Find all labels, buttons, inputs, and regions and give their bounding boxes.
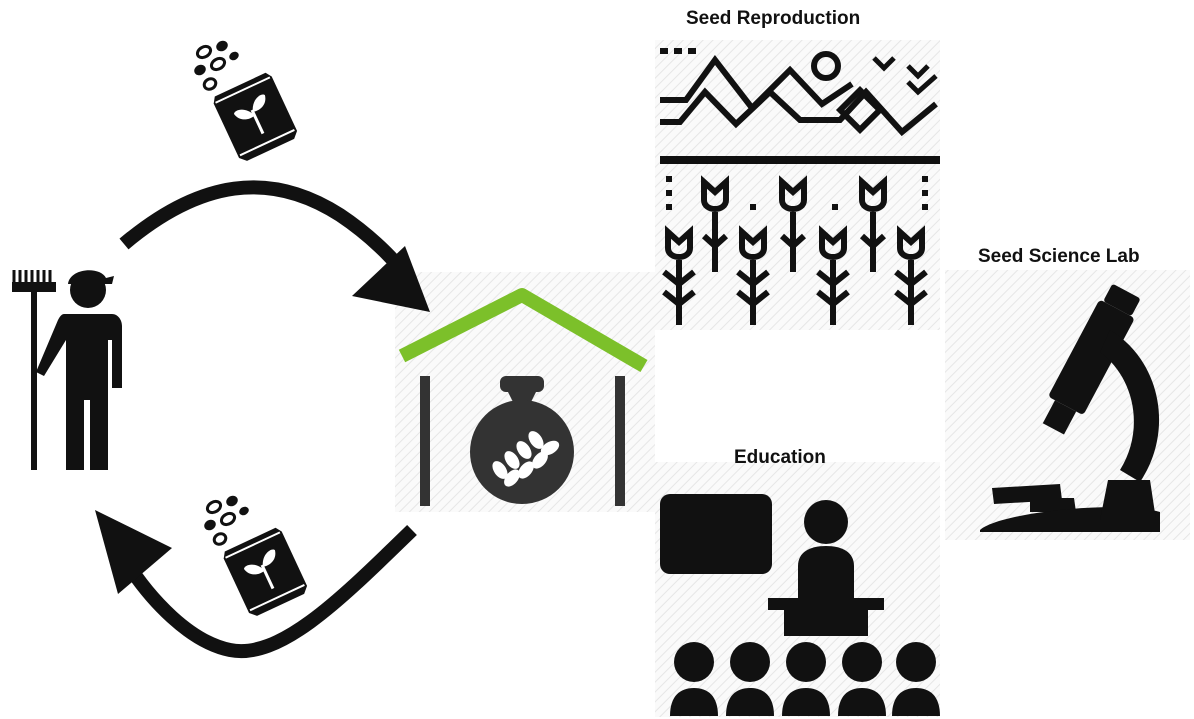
education-label: Education <box>734 447 826 468</box>
top-flow-arrow <box>119 180 430 312</box>
crop-field-icon <box>660 48 940 325</box>
farmer-with-rake-icon <box>12 270 122 470</box>
bottom-flow-arrow <box>95 510 417 659</box>
classroom-icon <box>660 494 940 716</box>
seed-packet-icon <box>200 492 312 620</box>
seed-reproduction-label: Seed Reproduction <box>686 8 861 29</box>
seed-science-lab-label: Seed Science Lab <box>978 246 1140 267</box>
microscope-icon <box>980 284 1160 532</box>
seed-packet-icon <box>190 37 302 165</box>
seed-bank-house-icon <box>398 288 648 506</box>
